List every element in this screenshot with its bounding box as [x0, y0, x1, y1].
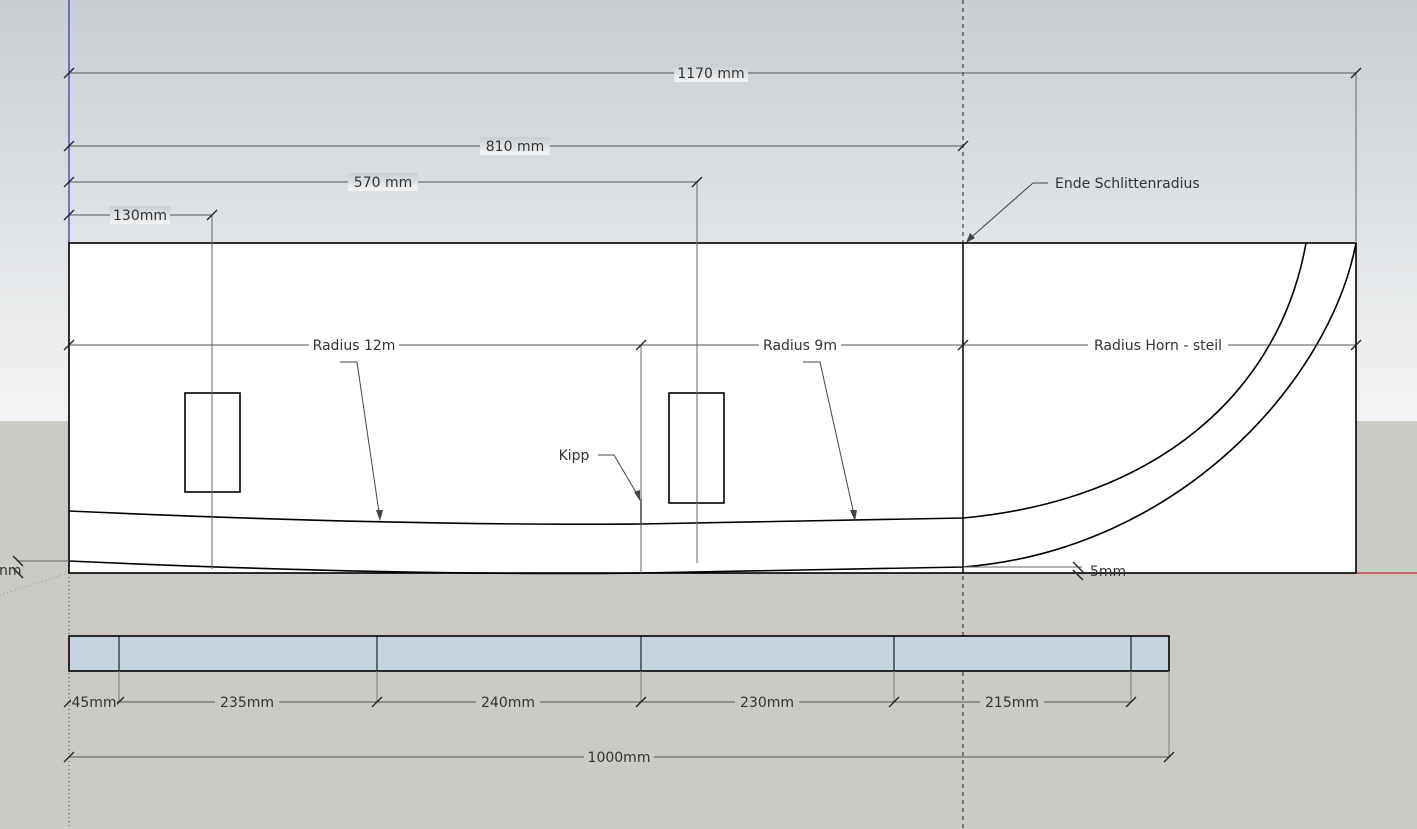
dimension-ticks-left: [12, 555, 24, 579]
leader-lines: [340, 182, 1048, 520]
ende-schlittenradius-label: Ende Schlittenradius: [1055, 176, 1200, 192]
strip-dim-45: 45mm: [71, 695, 116, 711]
dim-label-570: 570 mm: [354, 175, 412, 191]
dimension-ticks-top: [63, 67, 1362, 221]
radius-label-bg: [759, 336, 841, 354]
radius-horn-label: Radius Horn - steil: [1094, 338, 1222, 354]
dim-label-5mm: 5mm: [1090, 564, 1126, 580]
dim-label-1170: 1170 mm: [677, 66, 744, 82]
dimension-ticks-radius: [63, 339, 1362, 351]
strip-dim-230: 230mm: [740, 695, 794, 711]
dim-label-bg: [348, 173, 418, 191]
dim-label-bg: [674, 64, 748, 82]
slat-strip[interactable]: [68, 635, 1170, 672]
kipp-label: Kipp: [559, 448, 590, 464]
radius-9m-label: Radius 9m: [763, 338, 837, 354]
radius-12m-label: Radius 12m: [313, 338, 396, 354]
radius-label-bg: [309, 336, 399, 354]
slat-dividers: [118, 636, 1132, 671]
dim-label-left-partial: nm: [0, 563, 22, 579]
dim-label-bg: [480, 137, 550, 155]
strip-label-bgs: [71, 693, 1044, 766]
strip-extension-lines: [118, 671, 1170, 757]
leader-arrowheads: [376, 233, 975, 521]
dim-label-bg: [110, 206, 170, 224]
radius-label-bg: [1088, 336, 1228, 354]
dimension-ticks-5mm: [1072, 561, 1084, 581]
green-axis-dotted: [0, 572, 70, 596]
dim-label-810: 810 mm: [486, 139, 544, 155]
strip-dim-235: 235mm: [220, 695, 274, 711]
strip-dim-240: 240mm: [481, 695, 535, 711]
dim-label-130: 130mm: [113, 208, 167, 224]
strip-dim-215: 215mm: [985, 695, 1039, 711]
strip-dim-total: 1000mm: [588, 750, 651, 766]
